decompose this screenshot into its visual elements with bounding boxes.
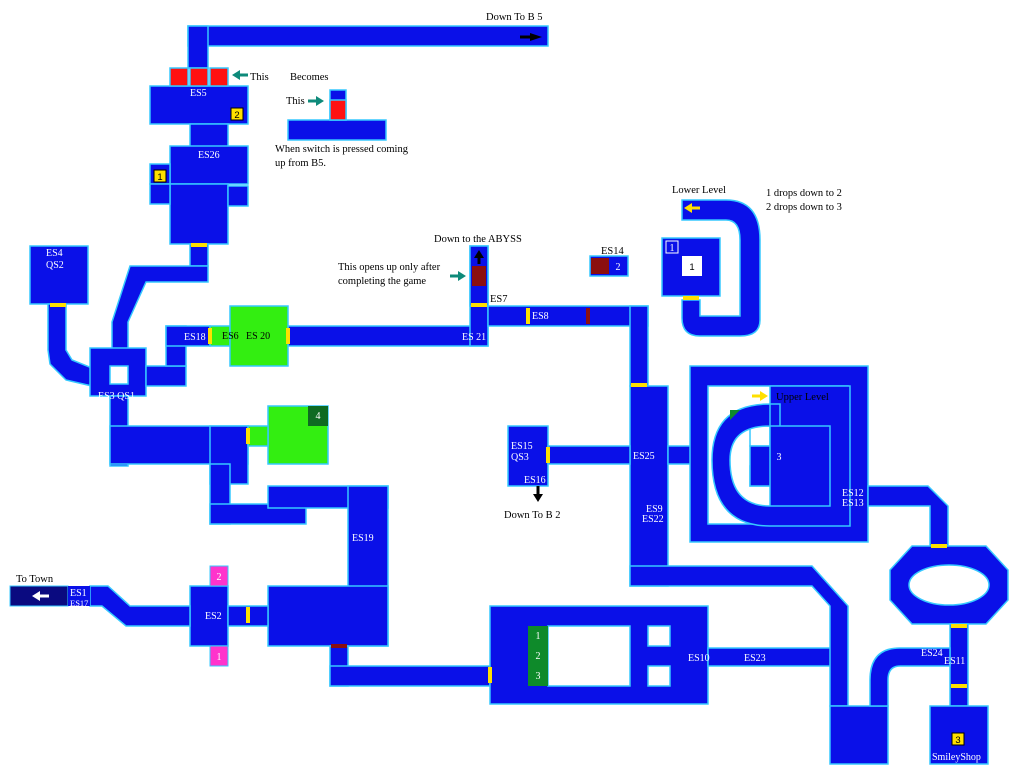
svg-text:ES14: ES14 <box>601 246 625 257</box>
magenta-markers <box>209 565 229 667</box>
svg-text:ES17: ES17 <box>70 598 88 608</box>
room-labels: ES5 ES26 ES4 QS2 ES3 QS1 ES18 ES6 ES 20 … <box>46 88 981 763</box>
svg-text:1: 1 <box>536 631 541 642</box>
arrow-right-icon <box>530 33 542 41</box>
abyss-label: Down to the ABYSS <box>434 234 522 245</box>
arrow-left-icon <box>232 70 240 80</box>
svg-text:ES12: ES12 <box>842 488 864 499</box>
svg-text:QS2: QS2 <box>46 260 64 271</box>
arrow-left-icon <box>684 203 692 213</box>
svg-text:2 drops down to 3: 2 drops down to 3 <box>766 202 842 213</box>
svg-text:ES10: ES10 <box>688 653 710 664</box>
svg-text:Becomes: Becomes <box>290 72 329 83</box>
svg-text:ES26: ES26 <box>198 150 220 161</box>
arrow-left-icon <box>32 591 40 601</box>
svg-text:ES22: ES22 <box>642 514 664 525</box>
svg-text:ES24: ES24 <box>921 648 943 659</box>
svg-text:1: 1 <box>217 652 222 663</box>
svg-text:ES25: ES25 <box>633 451 655 462</box>
svg-text:ES5: ES5 <box>190 88 207 99</box>
arrow-up-icon <box>474 250 484 258</box>
svg-text:ES 21: ES 21 <box>462 332 486 343</box>
svg-text:ES8: ES8 <box>532 311 549 322</box>
arrow-right-icon <box>760 391 768 401</box>
green-rooms <box>209 305 329 465</box>
lower-level-loop <box>681 199 761 337</box>
svg-text:This: This <box>286 96 305 107</box>
svg-text:up from B5.: up from B5. <box>275 158 326 169</box>
arrows <box>32 33 768 601</box>
svg-text:QS3: QS3 <box>511 452 529 463</box>
svg-text:ES4: ES4 <box>46 248 63 259</box>
svg-text:2: 2 <box>234 110 239 121</box>
svg-text:1 drops down to 2: 1 drops down to 2 <box>766 188 842 199</box>
floor-tiles <box>29 25 1009 765</box>
svg-text:This opens up only after: This opens up only after <box>338 262 441 273</box>
svg-text:ES19: ES19 <box>352 533 374 544</box>
svg-text:2: 2 <box>536 651 541 662</box>
to-town-label: To Town <box>16 574 54 585</box>
arrow-right-icon <box>458 271 466 281</box>
upper-level-label: Upper Level <box>776 392 829 403</box>
top-corridor <box>187 25 549 47</box>
red-blocks <box>169 67 347 121</box>
down-to-b5-label: Down To B 5 <box>486 12 543 23</box>
arrow-right-icon <box>316 96 324 106</box>
svg-text:ES1: ES1 <box>70 588 87 599</box>
svg-text:4: 4 <box>316 411 321 422</box>
svg-text:3: 3 <box>777 452 782 463</box>
svg-text:2: 2 <box>616 262 621 273</box>
es4-room <box>29 245 89 305</box>
svg-text:ES9: ES9 <box>646 504 663 515</box>
svg-text:SmileyShop: SmileyShop <box>932 752 981 763</box>
svg-text:ES6: ES6 <box>222 331 239 342</box>
svg-text:ES23: ES23 <box>744 653 766 664</box>
locked-doors <box>331 258 609 648</box>
svg-text:completing the game: completing the game <box>338 276 426 287</box>
arrow-down-icon <box>533 494 543 502</box>
svg-text:1: 1 <box>689 262 694 273</box>
svg-text:ES7: ES7 <box>490 294 508 305</box>
svg-text:ES13: ES13 <box>842 498 864 509</box>
svg-text:2: 2 <box>217 572 222 583</box>
svg-text:3: 3 <box>955 735 960 746</box>
svg-text:ES18: ES18 <box>184 332 206 343</box>
svg-text:ES2: ES2 <box>205 611 222 622</box>
svg-text:When switch is pressed coming: When switch is pressed coming <box>275 144 409 155</box>
es15-room <box>507 425 549 487</box>
svg-text:ES16: ES16 <box>524 475 546 486</box>
svg-text:1: 1 <box>670 243 675 254</box>
lower-level-label: Lower Level <box>672 185 726 196</box>
es20-room <box>229 305 289 367</box>
svg-text:1: 1 <box>157 172 162 183</box>
svg-text:ES15: ES15 <box>511 441 533 452</box>
doors <box>50 243 967 688</box>
svg-text:3: 3 <box>536 671 541 682</box>
svg-text:This: This <box>250 72 269 83</box>
annotations: Down To B 5 This Becomes This When switc… <box>16 12 842 585</box>
svg-text:ES11: ES11 <box>944 656 965 667</box>
es5-room <box>149 85 249 125</box>
numbered-markers: 2 1 1 1 3 2 4 3 2 1 1 2 3 <box>153 107 965 746</box>
svg-text:ES 20: ES 20 <box>246 331 270 342</box>
stairs-column <box>528 626 548 686</box>
svg-text:ES3 QS1: ES3 QS1 <box>98 391 135 402</box>
down-to-b2-label: Down To B 2 <box>504 510 561 521</box>
